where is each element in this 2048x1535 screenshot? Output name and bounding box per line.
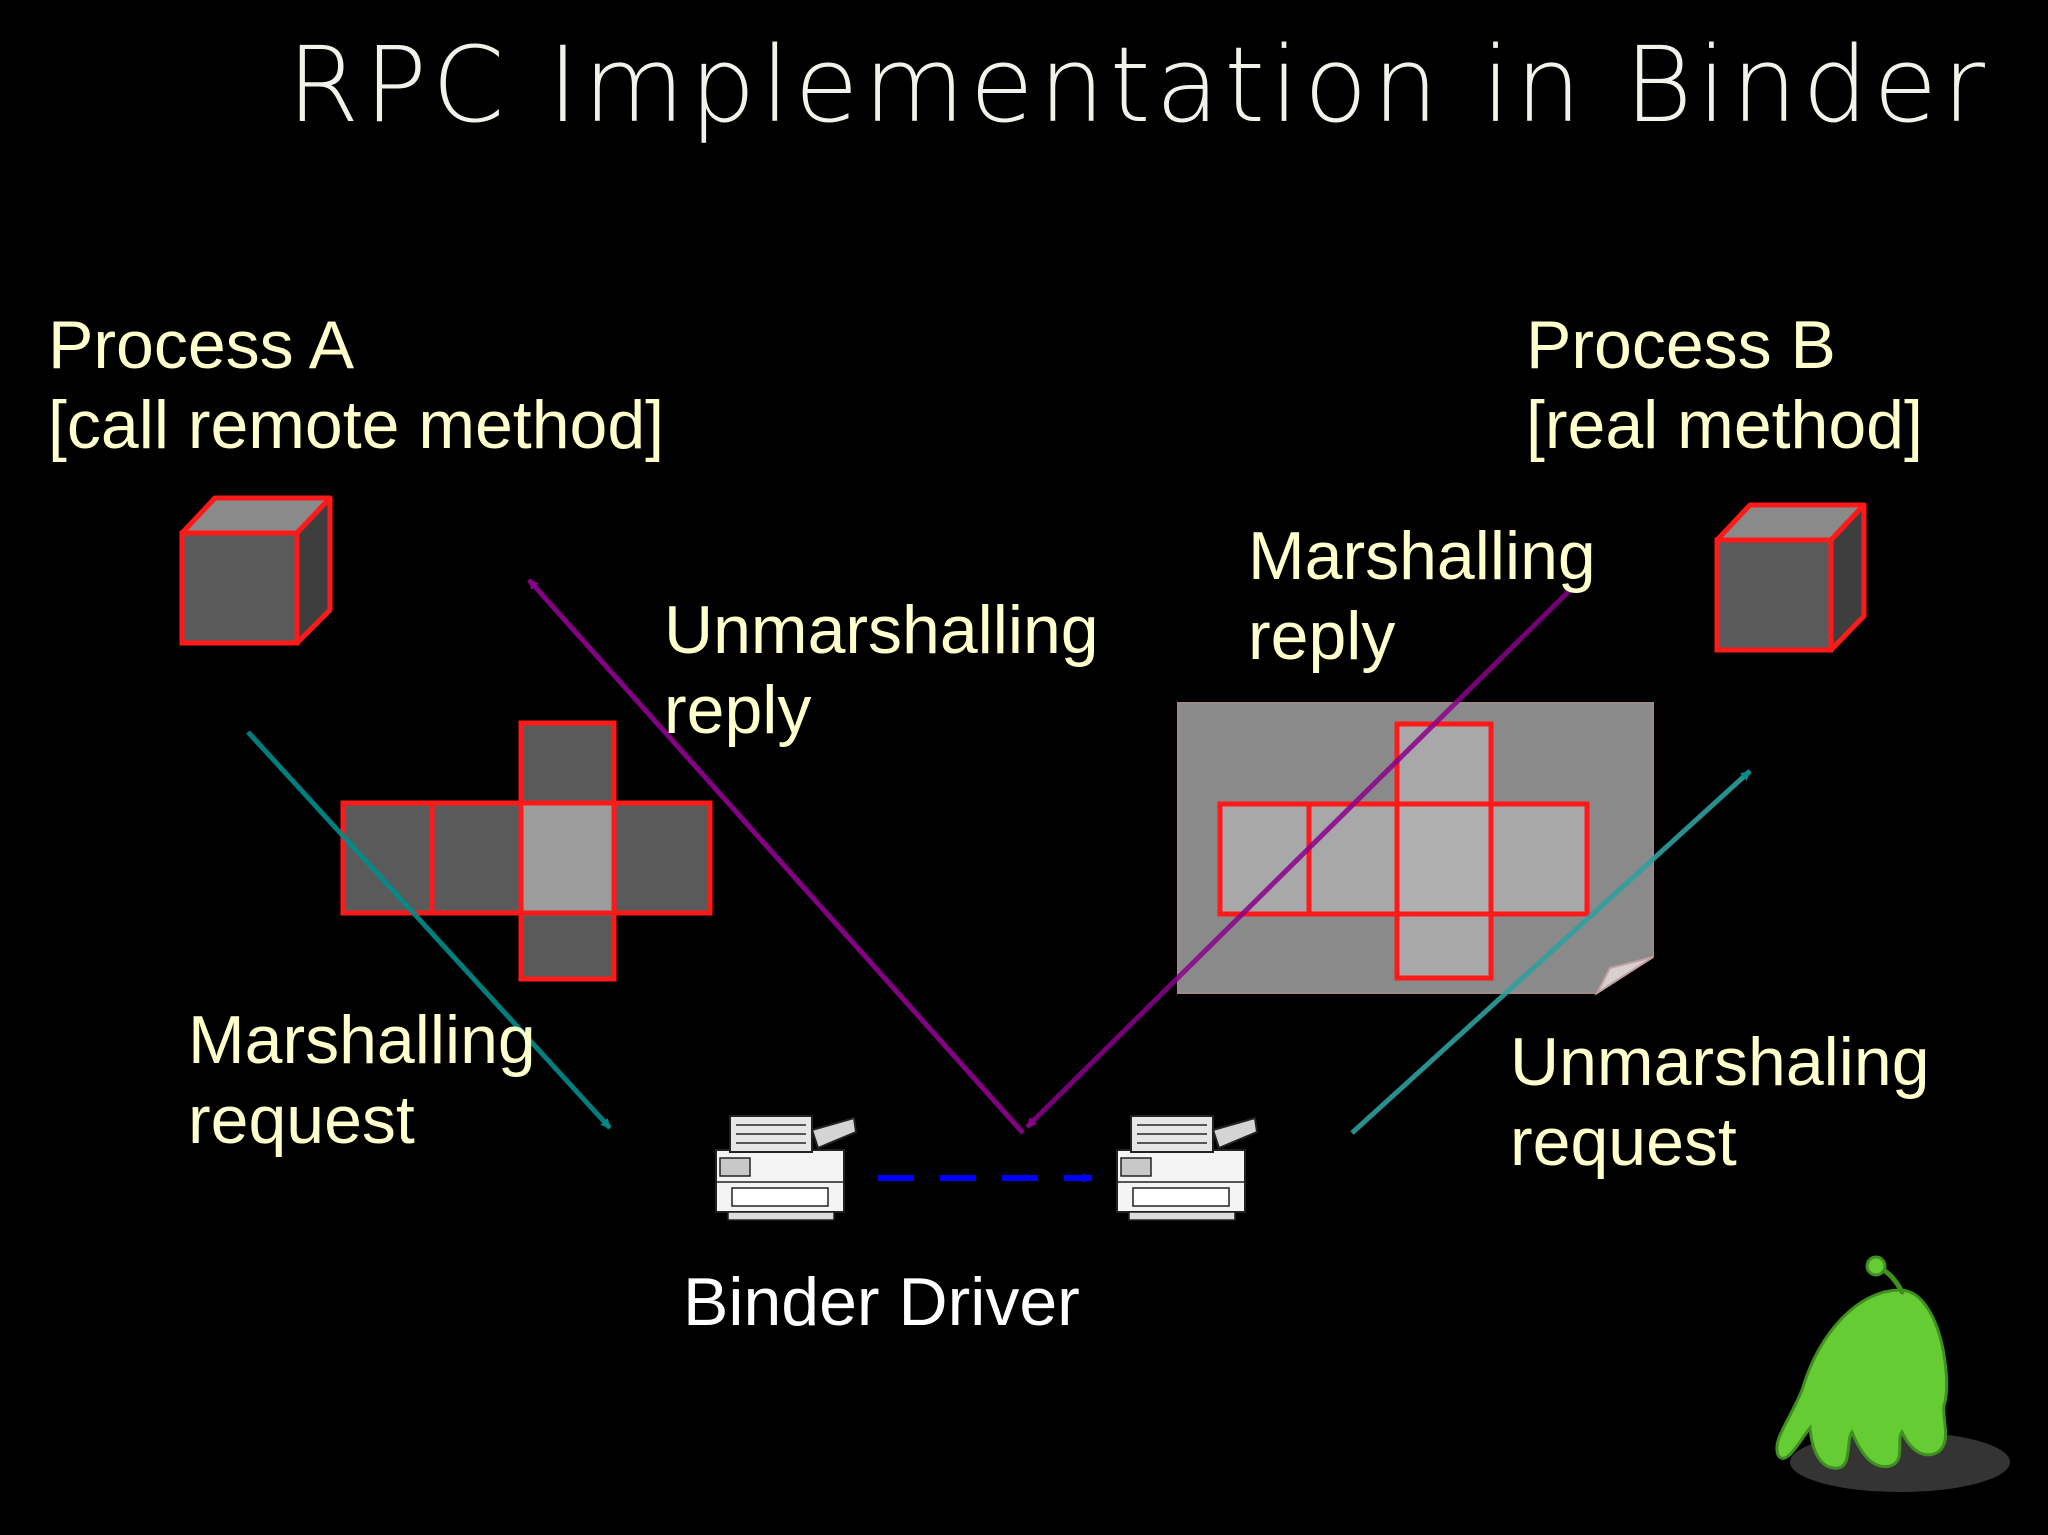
unmarshalling-reply-arrow <box>527 578 1025 1135</box>
process-a-label: Process A [call remote method] <box>48 305 664 465</box>
driver-endpoint-b-fax-icon <box>1116 1115 1259 1221</box>
process-b-name: Process B <box>1526 307 1836 383</box>
reply-cube-net-icon <box>1217 721 1590 981</box>
process-b-cube-icon <box>1714 502 1867 653</box>
unmarshalling-reply-label: Unmarshalling reply <box>664 592 1099 748</box>
request-cube-net-icon <box>340 720 713 982</box>
process-a-name: Process A <box>48 307 355 383</box>
process-b-role: [real method] <box>1526 387 1923 463</box>
process-b-label: Process B [real method] <box>1526 305 1923 465</box>
marshalling-reply-arrow <box>1025 586 1574 1129</box>
android-ghost-icon <box>1775 1255 2010 1492</box>
binder-driver-label: Binder Driver <box>683 1264 1080 1340</box>
driver-endpoint-a-fax-icon <box>715 1115 858 1221</box>
marshalling-request-label: Marshalling request <box>188 1002 536 1158</box>
marshalling-reply-label: Marshalling reply <box>1248 518 1596 674</box>
process-a-cube-icon <box>179 495 333 646</box>
slide-title: RPC Implementation in Binder <box>286 24 1990 146</box>
unmarshalling-request-label: Unmarshaling request <box>1510 1024 1930 1180</box>
unmarshalling-request-arrow <box>1350 769 1752 1135</box>
process-a-role: [call remote method] <box>48 387 665 463</box>
marshalling-request-arrow <box>246 730 612 1130</box>
